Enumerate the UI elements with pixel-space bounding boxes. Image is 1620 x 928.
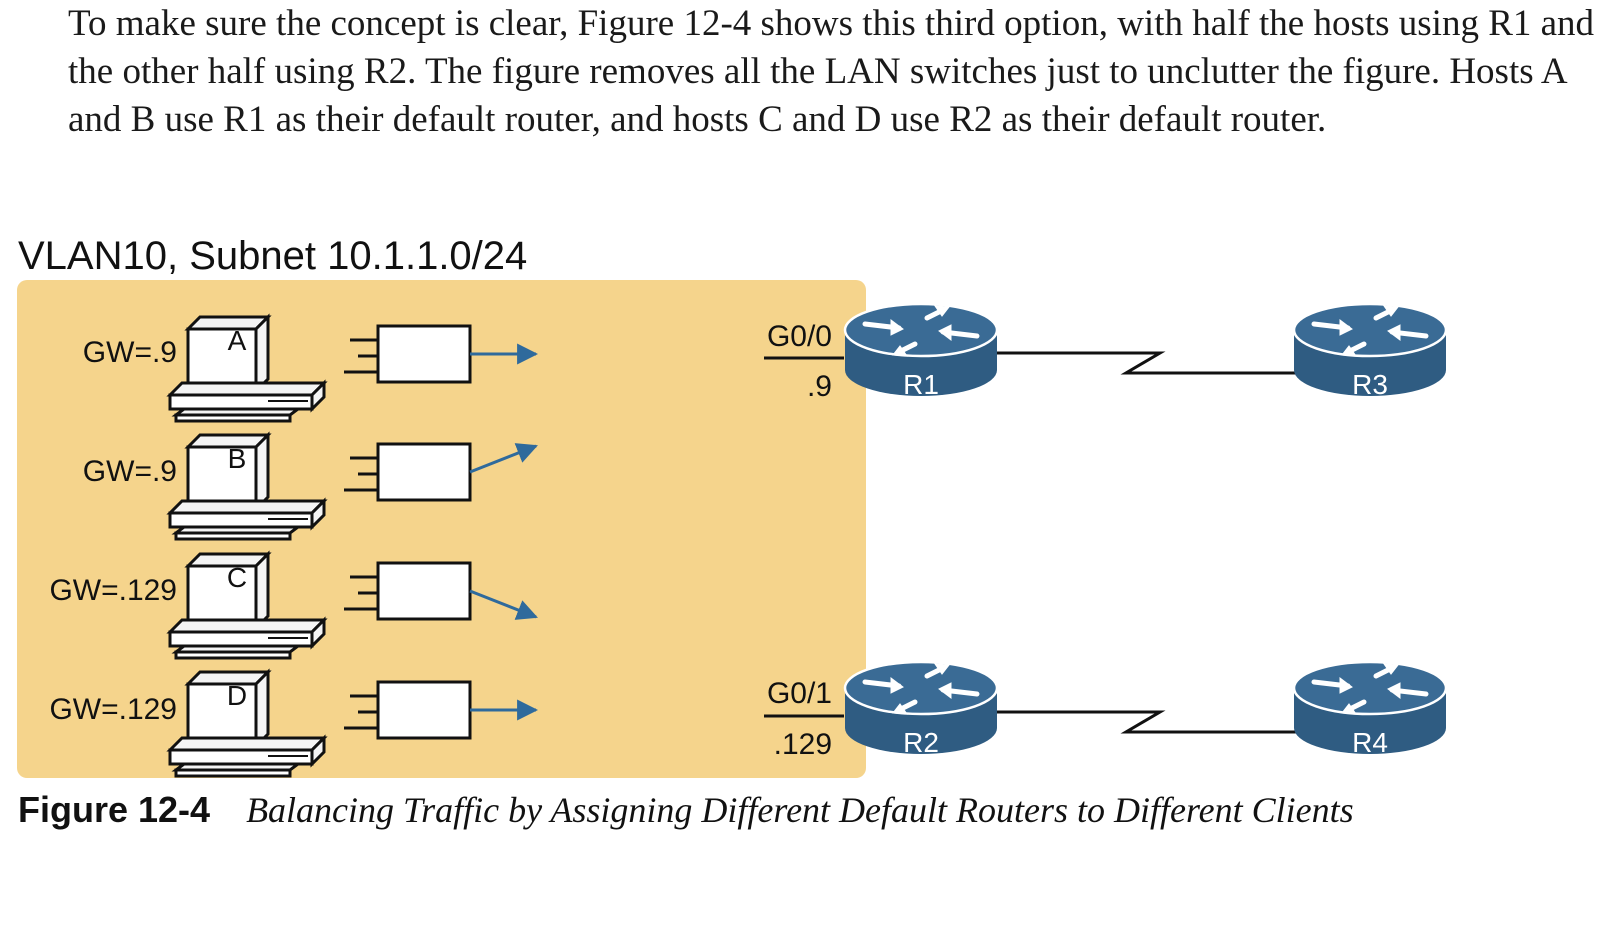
router-r3: R3 — [1294, 304, 1446, 400]
intro-paragraph: To make sure the concept is clear, Figur… — [68, 3, 1595, 140]
r1-address-label: .9 — [807, 370, 832, 403]
packet-d — [342, 680, 539, 740]
host-gw-label: GW=.9 — [83, 455, 177, 488]
host-letter: B — [228, 443, 247, 474]
host-b: B — [168, 433, 326, 541]
host-gw-label: GW=.129 — [49, 574, 177, 607]
serial-link-r1-r3 — [996, 351, 1296, 375]
host-letter: A — [228, 325, 247, 356]
figure-number: Figure 12-4 — [18, 789, 211, 830]
router-r2: R2 — [845, 662, 997, 758]
router-label: R3 — [1352, 369, 1388, 400]
vlan-title: VLAN10, Subnet 10.1.1.0/24 — [18, 234, 528, 278]
host-gw-label: GW=.9 — [83, 336, 177, 369]
flow-arrow-b — [469, 443, 538, 474]
r2-interface-label: G0/1 — [767, 677, 832, 710]
r1-interface-label: G0/0 — [767, 320, 832, 353]
host-letter: D — [227, 680, 247, 711]
figure-title: Balancing Traffic by Assigning Different… — [246, 790, 1354, 830]
host-gw-label: GW=.129 — [49, 693, 177, 726]
host-a: A — [168, 315, 326, 423]
serial-link-r2-r4 — [996, 710, 1296, 734]
flow-arrow-c — [469, 589, 538, 620]
figure-caption: Figure 12-4 Balancing Traffic by Assignin… — [18, 786, 1578, 834]
packet-a — [342, 324, 539, 384]
host-c: C — [168, 552, 326, 660]
r2-address-label: .129 — [774, 728, 832, 761]
packet-b — [342, 442, 538, 502]
router-label: R4 — [1352, 727, 1388, 758]
router-r4: R4 — [1294, 662, 1446, 758]
host-letter: C — [227, 562, 247, 593]
router-r1: R1 — [845, 304, 997, 400]
host-d: D — [168, 670, 326, 778]
router-label: R1 — [903, 369, 939, 400]
router-label: R2 — [903, 727, 939, 758]
packet-c — [342, 561, 538, 621]
